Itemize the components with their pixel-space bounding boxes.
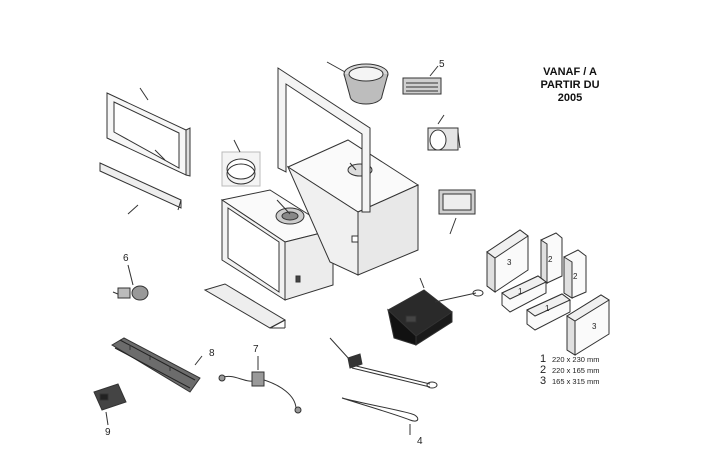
- brick-label-2-a: 2: [548, 255, 553, 264]
- legend-num-2: 2: [540, 364, 547, 376]
- legend-num-1: 1: [540, 353, 547, 365]
- legend-row-1: 1 220 x 230 mm: [540, 353, 600, 365]
- grille-part: [402, 65, 442, 95]
- flue-ring-part: [343, 63, 389, 105]
- firebrick-3-left: [486, 229, 529, 293]
- callout-5: 5: [439, 59, 445, 70]
- legend-size-2: 220 x 165 mm: [552, 366, 600, 375]
- legend-row-3: 3 165 x 315 mm: [540, 375, 600, 387]
- door-frame-part: [106, 87, 191, 177]
- round-collar-part: [221, 139, 261, 187]
- brick-label-1-a: 1: [518, 287, 523, 296]
- deflector-plate-part: [99, 162, 182, 215]
- legend-row-2: 2 220 x 165 mm: [540, 364, 600, 376]
- callout-4: 4: [417, 436, 423, 447]
- poker-tool-part: [329, 337, 438, 435]
- legend-num-3: 3: [540, 375, 547, 387]
- thermostat-cable-part: [218, 356, 302, 414]
- firebrick-2-a: [540, 232, 563, 285]
- firebrick-1-a: [501, 275, 547, 313]
- fan-blower-part: [111, 337, 203, 393]
- bottom-plate-part: [203, 283, 287, 329]
- legend-size-3: 165 x 315 mm: [552, 377, 600, 386]
- callout-9: 9: [105, 427, 111, 438]
- firebrick-1-b: [526, 293, 571, 331]
- brick-label-3-right: 3: [592, 322, 597, 331]
- valve-part: [112, 264, 149, 301]
- glass-panel-part: [438, 189, 476, 235]
- front-firebox-part: [220, 189, 335, 301]
- brick-label-1-b: 1: [545, 304, 550, 313]
- ash-tray-part: [387, 277, 484, 346]
- callout-6: 6: [123, 253, 129, 264]
- switch-part: [93, 383, 127, 426]
- rear-firebox-part: [286, 139, 420, 276]
- firebrick-3-right: [566, 294, 610, 356]
- title-line-1: VANAF / A: [543, 66, 597, 78]
- title-line-3: 2005: [557, 92, 583, 104]
- title-line-2: PARTIR DU: [540, 79, 600, 91]
- callout-8: 8: [209, 348, 215, 359]
- brick-label-3-left: 3: [507, 258, 512, 267]
- firebrick-2-b: [563, 249, 587, 299]
- brick-label-2-b: 2: [573, 272, 578, 281]
- cylinder-part: [427, 114, 461, 151]
- callout-7: 7: [253, 344, 259, 355]
- legend-size-1: 220 x 230 mm: [552, 355, 600, 364]
- trim-frame-part: [277, 61, 371, 213]
